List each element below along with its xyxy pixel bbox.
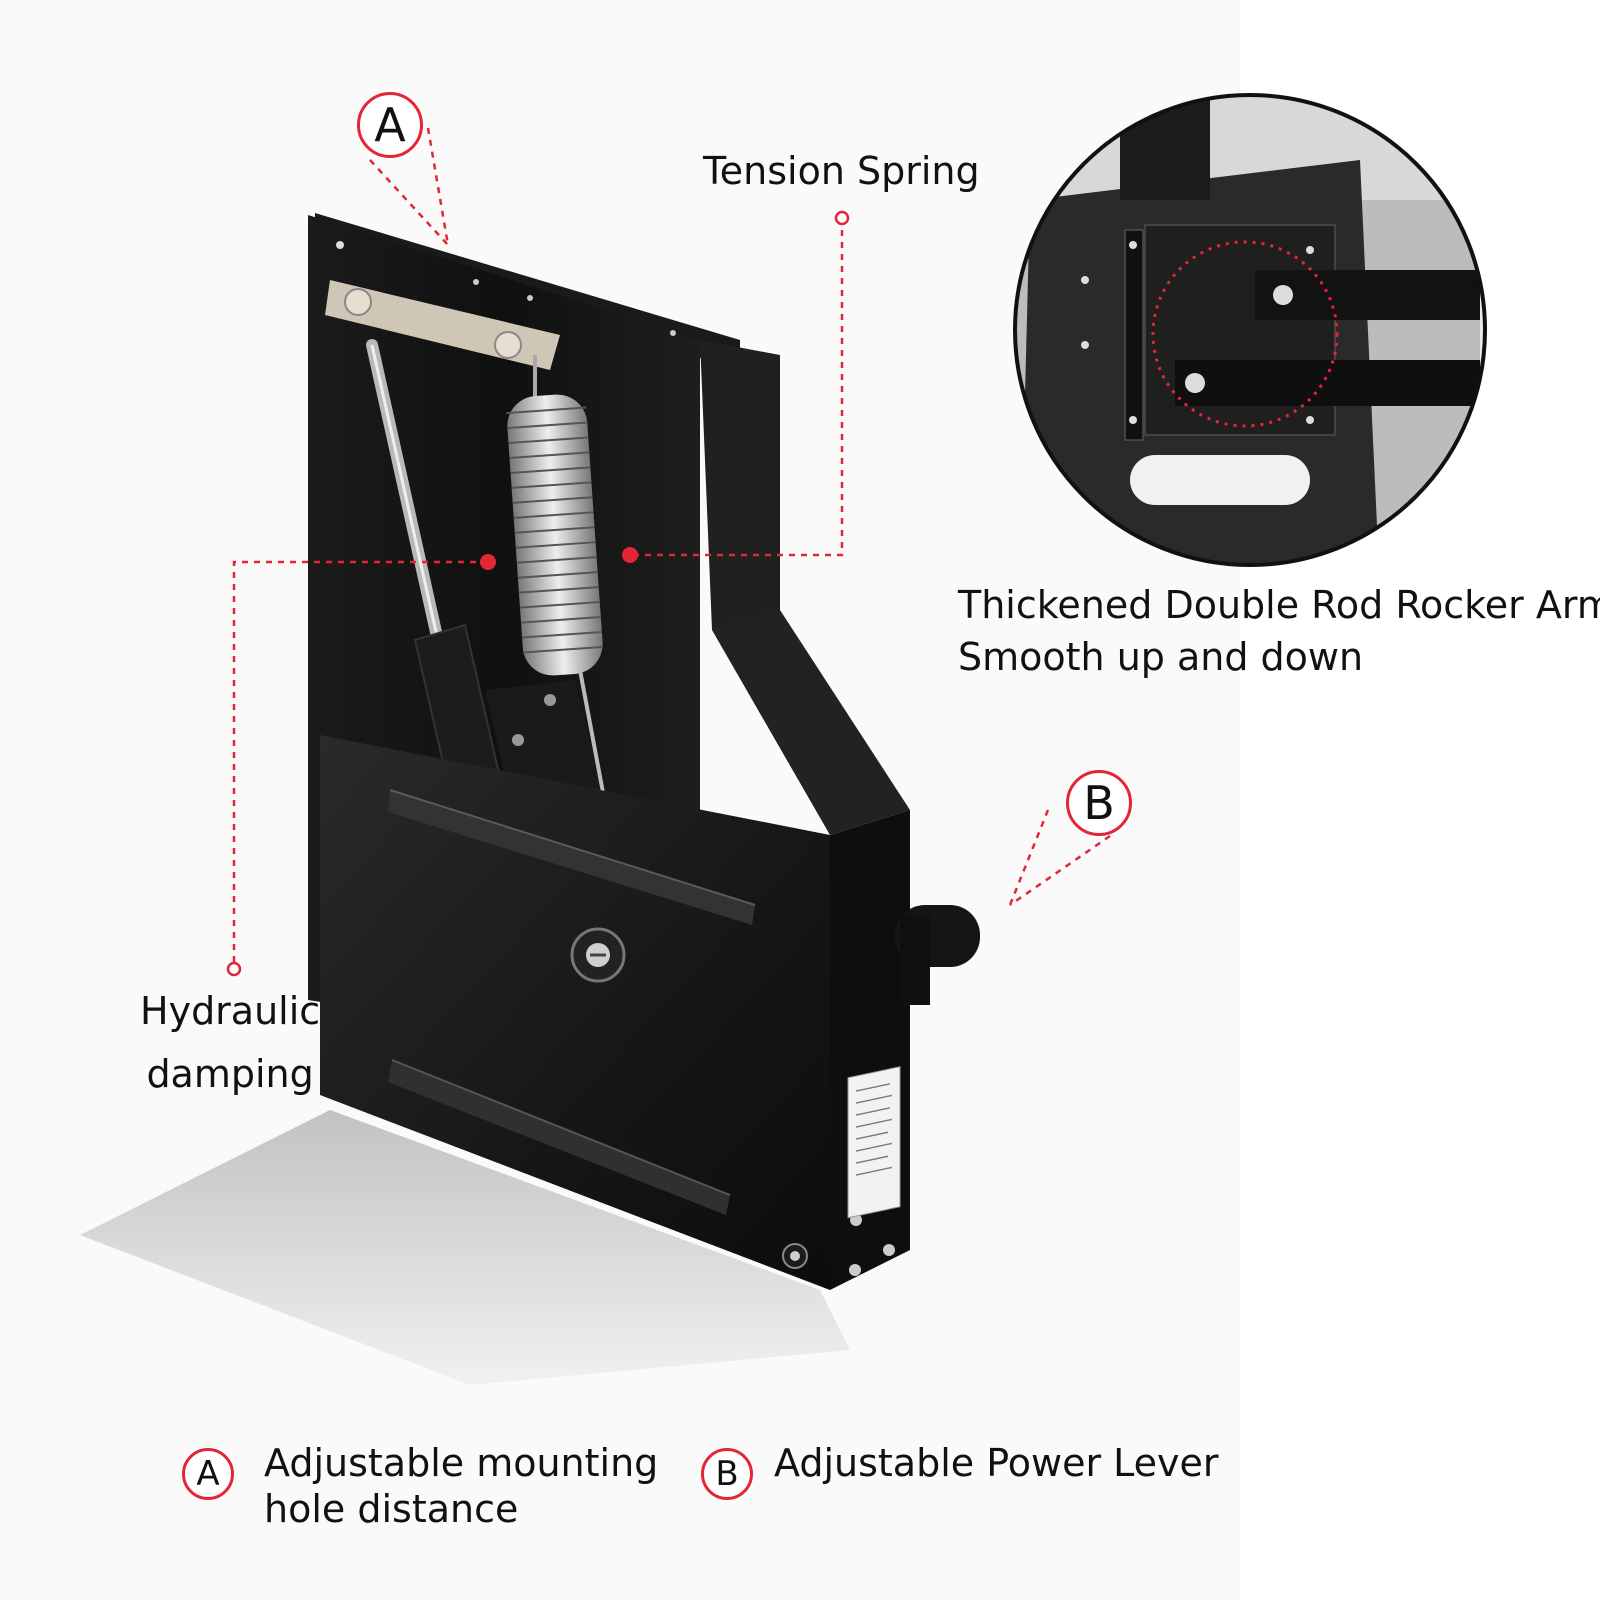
marker-a-letter: A — [374, 98, 406, 152]
tension-spring-label: Tension Spring — [703, 149, 980, 193]
rocker-arm-line2: Smooth up and down — [958, 634, 1364, 679]
marker-b-letter: B — [1083, 776, 1115, 830]
side-wall — [700, 340, 780, 630]
top-cover — [712, 610, 910, 835]
legend-a-line1: Adjustable mounting — [264, 1441, 659, 1485]
hydraulic-damping-label: Hydraulic damping — [140, 980, 320, 1106]
spring-leader-dot — [622, 547, 638, 563]
rocker-arm-line1: Thickened Double Rod Rocker Arm — [958, 583, 1600, 627]
legend-a-badge: A — [182, 1448, 234, 1500]
marker-b-badge: B — [1066, 770, 1132, 836]
hydraulic-line2: damping — [146, 1052, 314, 1097]
tension-spring — [507, 394, 603, 676]
rocker-rod-upper — [1255, 270, 1485, 320]
highlight-circle — [1151, 240, 1339, 428]
hydraulic-leader-end — [226, 961, 242, 977]
rib-lower — [388, 1060, 730, 1215]
hydraulic-leader-dot — [480, 554, 496, 570]
zoom-frame — [1013, 93, 1487, 567]
legend-a-letter: A — [196, 1454, 220, 1494]
spring-leader-end — [834, 210, 850, 226]
legend-a-text: Adjustable mounting hole distance — [264, 1441, 658, 1532]
rocker-rod-lower — [1175, 360, 1485, 406]
legend-b-text: Adjustable Power Lever — [774, 1441, 1219, 1485]
slot-cutout — [1130, 455, 1310, 505]
hydraulic-line1: Hydraulic — [140, 989, 321, 1033]
legend-b-badge: B — [701, 1448, 753, 1500]
rocker-arm-label: Thickened Double Rod Rocker Arm Smooth u… — [958, 580, 1600, 683]
marker-a-badge: A — [357, 92, 423, 158]
rib-upper — [388, 790, 755, 925]
floor-shadow — [80, 1110, 850, 1385]
rocker-arm-zoom — [1015, 95, 1485, 565]
front-face — [320, 735, 830, 1290]
legend-a-line2: hole distance — [264, 1486, 519, 1531]
right-face — [830, 810, 910, 1290]
legend-b-letter: B — [715, 1454, 739, 1494]
warning-sticker — [847, 1066, 901, 1219]
